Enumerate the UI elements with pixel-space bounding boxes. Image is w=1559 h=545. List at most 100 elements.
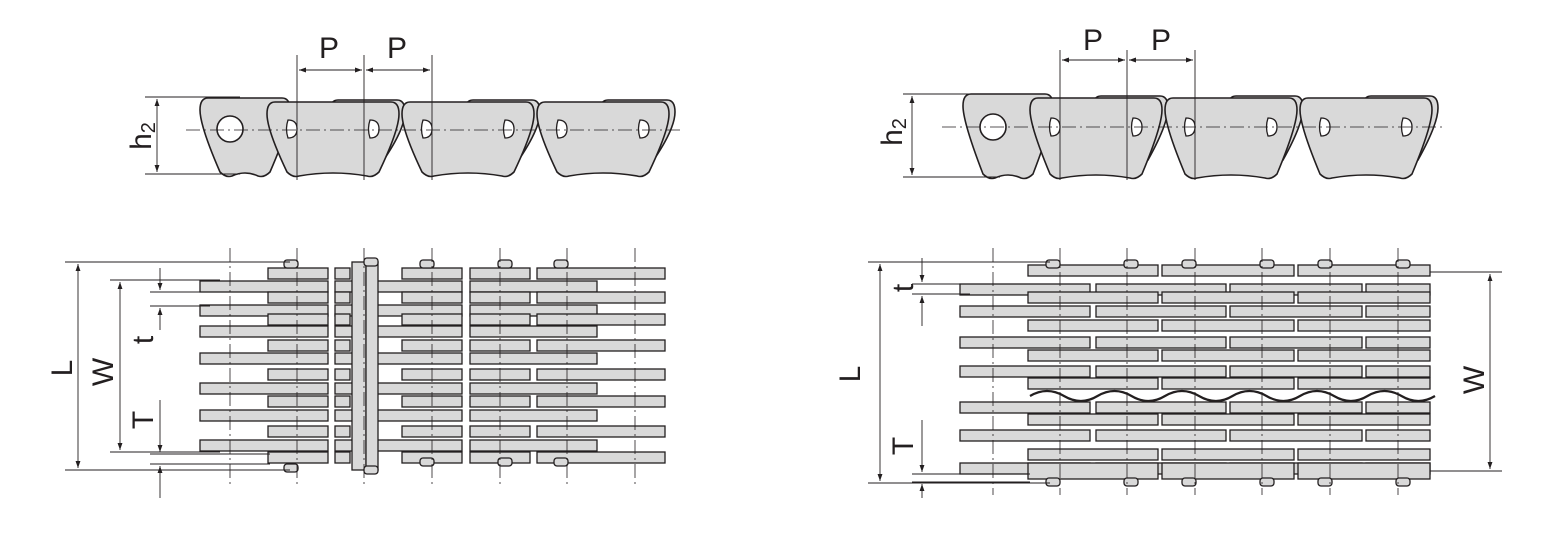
mesh-bar (1161, 413, 1295, 426)
mesh-bar (334, 339, 351, 352)
mesh-bar (334, 280, 463, 293)
mesh-bar (536, 267, 666, 280)
pin-end (1123, 259, 1139, 269)
mesh-bar (334, 291, 351, 304)
pin-end (419, 259, 435, 269)
mesh-bar (1095, 429, 1227, 442)
mesh-bar (1229, 336, 1363, 349)
mesh-bar (365, 261, 379, 471)
pin-hole (216, 115, 244, 143)
pin-end (1259, 477, 1275, 487)
mesh-bar (1161, 291, 1295, 304)
mesh-bar (199, 382, 329, 395)
mesh-bar (1027, 448, 1159, 461)
pin-end (1123, 477, 1139, 487)
pin-end (419, 457, 435, 467)
front-link-plate (1164, 97, 1298, 180)
mesh-bar (959, 305, 1091, 318)
left-top-view: L W t T (46, 248, 666, 498)
mesh-bar (1297, 413, 1431, 426)
pin-end (1045, 259, 1061, 269)
mesh-bar (1297, 349, 1431, 362)
mesh-bar (536, 451, 666, 464)
mesh-bar (1027, 291, 1159, 304)
pin-end (363, 465, 379, 475)
mesh-bar (536, 339, 666, 352)
mesh-bar (469, 280, 598, 293)
mesh-bar (1095, 365, 1227, 378)
mesh-bar (334, 409, 463, 422)
mesh-bar (1095, 305, 1227, 318)
mesh-bar (536, 395, 666, 408)
length-label-left: L (46, 360, 79, 377)
height-label-right: h2 (876, 118, 911, 146)
mesh-bar (1229, 305, 1363, 318)
mesh-bar (267, 425, 329, 438)
mesh-bar (1027, 413, 1159, 426)
mesh-bar (334, 368, 351, 381)
pin-end (363, 257, 379, 267)
mesh-bar (267, 368, 329, 381)
pitch-label-right-1: P (1083, 24, 1103, 57)
mesh-bar (536, 313, 666, 326)
mesh-bar (469, 439, 598, 452)
pin-end (1395, 259, 1411, 269)
pin-end (553, 259, 569, 269)
mesh-bar (959, 365, 1091, 378)
link-slot (555, 119, 568, 139)
mesh-bar (199, 304, 329, 317)
mesh-bar (1297, 319, 1431, 332)
pin-end (1045, 477, 1061, 487)
mesh-bar (1297, 291, 1431, 304)
mesh-bar (334, 439, 463, 452)
pin-end (553, 457, 569, 467)
link-slot (367, 119, 380, 139)
pitch-label-left-1: P (319, 32, 339, 65)
mesh-bar (536, 291, 666, 304)
front-link-plate (401, 101, 535, 178)
mesh-bar (1297, 377, 1431, 390)
mesh-bar (199, 352, 329, 365)
mesh-bar (334, 352, 463, 365)
front-link-plate (1299, 97, 1433, 180)
mesh-bar (1297, 264, 1431, 277)
height-label-left: h2 (125, 122, 160, 150)
pin-end (497, 457, 513, 467)
mesh-bar (1161, 264, 1295, 277)
mesh-bar (469, 325, 598, 338)
mesh-bar (959, 336, 1091, 349)
mesh-bar (1229, 283, 1363, 296)
link-slot (1318, 117, 1331, 137)
mesh-bar (1027, 377, 1159, 390)
pin-end (1181, 477, 1197, 487)
width-label-right: W (1458, 365, 1491, 394)
mesh-bar (1095, 283, 1227, 296)
thickness-large-label-left: T (127, 411, 160, 429)
mesh-bar (1027, 462, 1159, 480)
mesh-bar (1027, 349, 1159, 362)
mesh-bar (199, 325, 329, 338)
pin-end (1317, 259, 1333, 269)
mesh-bar (959, 401, 1091, 414)
mesh-bar (334, 313, 351, 326)
mesh-bar (334, 267, 351, 280)
link-slot (502, 119, 515, 139)
spiral-wire (1029, 389, 1436, 403)
mesh-bar (1161, 462, 1295, 480)
left-side-view: P P h2 (125, 32, 684, 180)
mesh-bar (469, 409, 598, 422)
pin-end (1317, 477, 1333, 487)
length-label-right: L (834, 366, 867, 383)
pin-end (1395, 477, 1411, 487)
mesh-bar (199, 439, 329, 452)
mesh-bar (1095, 401, 1227, 414)
mesh-bar (469, 304, 598, 317)
thickness-large-label-right: T (887, 437, 920, 455)
link-slot (1265, 117, 1278, 137)
thickness-small-label-right: t (887, 283, 920, 292)
mesh-bar (267, 267, 329, 280)
mesh-bar (267, 395, 329, 408)
mesh-bar (334, 395, 351, 408)
pin-end (497, 259, 513, 269)
